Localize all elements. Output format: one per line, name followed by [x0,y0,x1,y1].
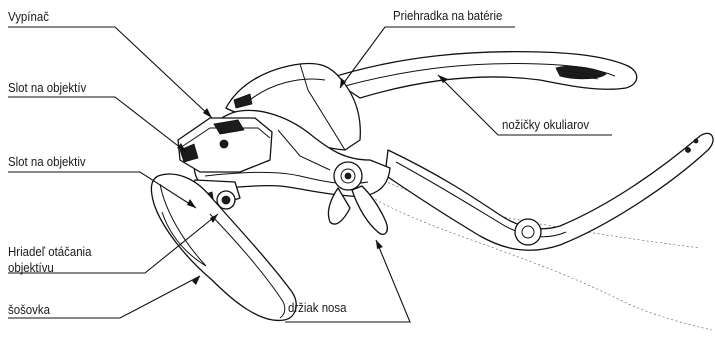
label-slot-mid: Slot na objektiv [8,154,86,169]
label-hriadel-line1: Hriadeľ otáčania [8,244,91,259]
label-sosovka: šošovka [8,302,50,317]
label-vypinac: Vypínač [8,9,49,24]
label-nozicky: nožičky okuliarov [502,117,589,132]
label-slot-top: Slot na objektív [8,80,86,95]
strap-dotted-line [360,175,712,330]
temple-arm-front [385,133,713,250]
label-drziak: držiak nosa [288,300,347,315]
label-priehradka: Priehradka na batérie [393,8,502,23]
label-hriadel-line2: objektívu [8,260,54,275]
lens-slot-block [178,118,272,172]
temple-arm-rear [330,52,637,98]
